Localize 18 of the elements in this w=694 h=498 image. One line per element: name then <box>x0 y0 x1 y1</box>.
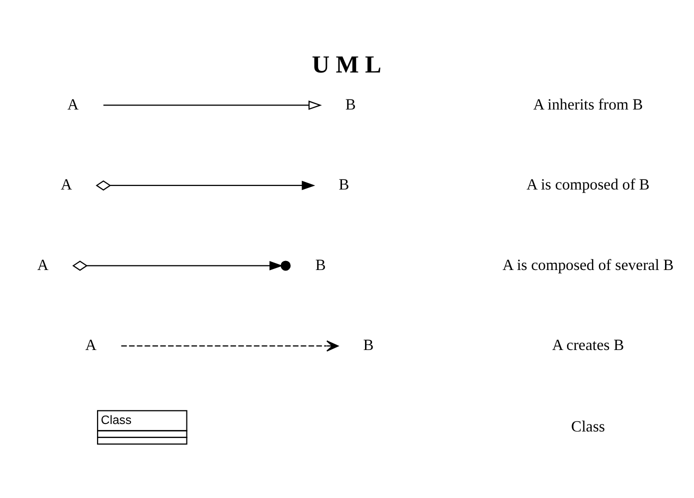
label: A is composed of several B <box>502 256 674 274</box>
node-text: B <box>338 176 350 194</box>
arrow <box>121 340 339 352</box>
label: Class <box>571 418 605 436</box>
node-text: A <box>85 337 97 354</box>
label: A inherits from B <box>533 96 643 114</box>
node-text: A <box>37 256 49 274</box>
node-text: B <box>315 256 326 274</box>
label: A creates B <box>552 337 624 354</box>
arrow <box>72 260 291 271</box>
node-text: B <box>345 96 356 114</box>
node-text: B <box>363 337 374 354</box>
arrow <box>103 100 322 110</box>
arrow <box>96 180 316 191</box>
node-text: A <box>67 96 79 114</box>
diagram-title: U M L <box>312 51 382 78</box>
label: A is composed of B <box>526 176 650 194</box>
node-text: A <box>60 176 72 194</box>
